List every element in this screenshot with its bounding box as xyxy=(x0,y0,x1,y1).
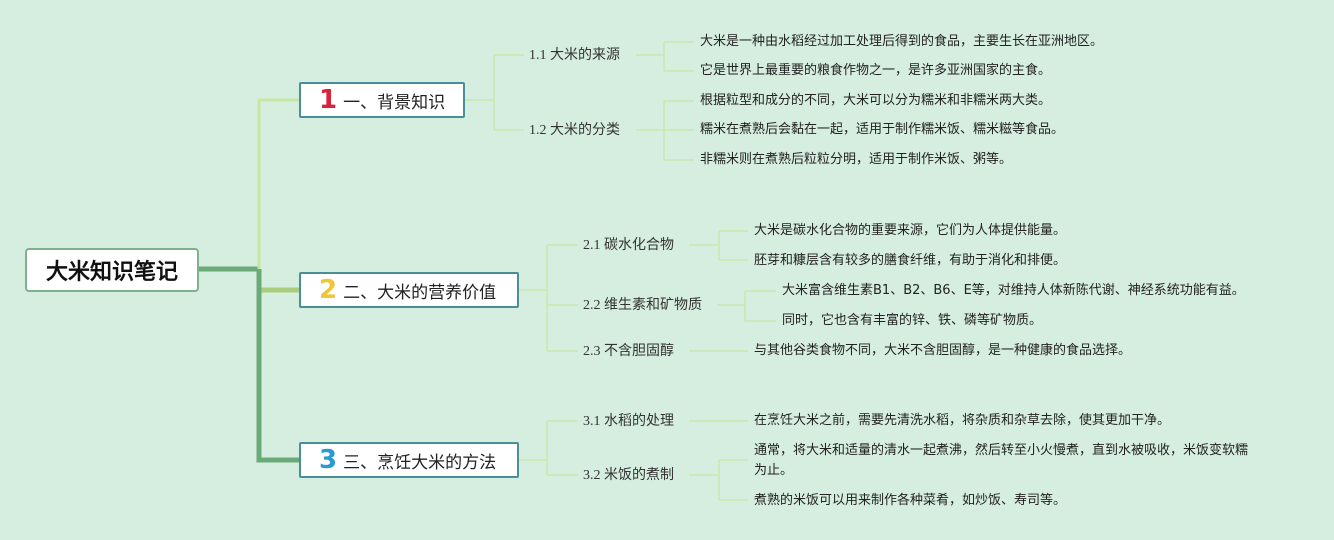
leaf-1-2-2: 糯米在煮熟后会黏在一起，适用于制作糯米饭、糯米糍等食品。 xyxy=(700,122,1065,137)
section-2-label: 二、大米的营养价值 xyxy=(343,282,497,303)
subtopic-2-1[interactable]: 2.1 碳水化合物 xyxy=(583,238,674,253)
section-2-topic[interactable]: 2 二、大米的营养价值 xyxy=(299,272,519,308)
subtopic-1-2[interactable]: 1.2 大米的分类 xyxy=(529,123,620,138)
leaf-3-1-1: 在烹饪大米之前，需要先清洗水稻，将杂质和杂草去除，使其更加干净。 xyxy=(754,413,1171,428)
leaf-2-1-1: 大米是碳水化合物的重要来源，它们为人体提供能量。 xyxy=(754,223,1067,238)
trunk-to-section-3 xyxy=(256,269,299,463)
section-1-branches xyxy=(464,41,694,161)
section-3-topic[interactable]: 3 三、烹饪大米的方法 xyxy=(299,442,519,478)
leaf-3-2-2: 煮熟的米饭可以用来制作各种菜肴，如炒饭、寿司等。 xyxy=(754,493,1067,508)
leaf-2-2-1: 大米富含维生素B1、B2、B6、E等，对维持人体新陈代谢、神经系统功能有益。 xyxy=(782,283,1245,298)
leaf-1-2-3: 非糯米则在煮熟后粒粒分明，适用于制作米饭、粥等。 xyxy=(700,152,1013,167)
leaf-1-2-1: 根据粒型和成分的不同，大米可以分为糯米和非糯米两大类。 xyxy=(700,93,1052,108)
subtopic-1-1[interactable]: 1.1 大米的来源 xyxy=(529,48,620,63)
leaf-1-1-1: 大米是一种由水稻经过加工处理后得到的食品，主要生长在亚洲地区。 xyxy=(700,34,1104,49)
subtopic-2-3[interactable]: 2.3 不含胆固醇 xyxy=(583,344,674,359)
root-topic[interactable]: 大米知识笔记 xyxy=(25,248,199,292)
subtopic-2-2[interactable]: 2.2 维生素和矿物质 xyxy=(583,298,702,313)
leaf-2-2-2: 同时，它也含有丰富的锌、铁、磷等矿物质。 xyxy=(782,313,1043,328)
subtopic-3-2[interactable]: 3.2 米饭的煮制 xyxy=(583,468,674,483)
section-2-branches xyxy=(519,230,776,352)
trunk-to-section-1 xyxy=(257,98,299,269)
section-1-label: 一、背景知识 xyxy=(343,92,446,113)
section-3-branches xyxy=(519,420,748,501)
section-3-label: 三、烹饪大米的方法 xyxy=(343,452,497,473)
number-3-icon: 3 xyxy=(319,445,338,475)
root-title: 大米知识笔记 xyxy=(45,260,178,285)
number-2-icon: 2 xyxy=(319,275,338,305)
number-1-icon: 1 xyxy=(319,85,338,115)
leaf-2-1-2: 胚芽和糠层含有较多的膳食纤维，有助于消化和排便。 xyxy=(754,253,1067,268)
leaf-1-1-2: 它是世界上最重要的粮食作物之一，是许多亚洲国家的主食。 xyxy=(700,63,1052,78)
subtopic-3-1[interactable]: 3.1 水稻的处理 xyxy=(583,414,674,429)
leaf-2-3-1: 与其他谷类食物不同，大米不含胆固醇，是一种健康的食品选择。 xyxy=(754,343,1132,358)
section-1-topic[interactable]: 1 一、背景知识 xyxy=(299,82,465,118)
leaf-3-2-1: 通常，将大米和适量的清水一起煮沸，然后转至小火慢煮，直到水被吸收，米饭变软糯为止… xyxy=(754,443,1249,478)
